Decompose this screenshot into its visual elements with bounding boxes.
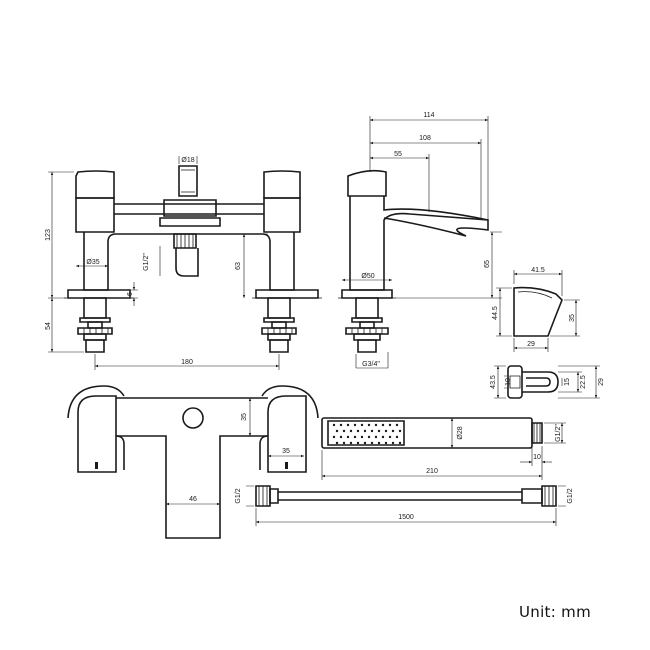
dim-shower-valve-offset: 35 <box>282 448 290 455</box>
shower-valve-diverter <box>183 408 203 428</box>
bath-filler-left-shank <box>78 298 112 352</box>
dim-wall-bracket-height: 44.5 <box>492 306 499 320</box>
bath-filler-left-flange <box>68 290 130 298</box>
hand-shower-spray-face <box>328 421 404 445</box>
dim-bath-filler-outlet: G1/2" <box>143 253 150 271</box>
bath-filler-right-handle <box>264 171 300 198</box>
dim-hose-length: 1500 <box>398 514 414 521</box>
hose-right-nut <box>522 486 556 506</box>
basin-mixer-base <box>342 290 392 298</box>
basin-mixer-spout <box>384 196 488 220</box>
dim-bath-filler-handle-dia: Ø18 <box>181 157 194 164</box>
dim-hose-holder-length: 43.5 <box>490 375 497 389</box>
dim-hose-thread-right: G1/2 <box>567 488 574 503</box>
wall-bracket: 41.5 44.5 35 29 <box>492 267 580 352</box>
hose-holder-ring <box>522 372 558 392</box>
hand-shower-head <box>322 418 532 448</box>
dim-hand-shower-neck: 10 <box>533 454 541 461</box>
dim-bath-filler-clearance: 63 <box>235 262 242 270</box>
dim-wall-bracket-base: 29 <box>527 341 535 348</box>
dim-hand-shower-dia: Ø28 <box>457 426 464 439</box>
wall-bracket-profile <box>514 288 562 336</box>
dim-bath-filler-flange: 6 <box>127 292 134 296</box>
dim-hand-shower-thread: G1/2" <box>555 424 562 442</box>
bath-filler-right-flange <box>256 290 318 298</box>
hose-holder: 43.5 10 15 22.5 29 <box>490 366 605 398</box>
bath-filler: 123 Ø18 Ø35 G1/2" 63 6 54 180 <box>45 156 322 370</box>
dim-basin-mixer-handle: 55 <box>394 151 402 158</box>
dim-hose-holder-ring-inner: 15 <box>564 378 571 386</box>
dim-basin-mixer-reach-spout: 108 <box>419 135 431 142</box>
shower-valve-left-handle <box>78 396 116 472</box>
bath-filler-spout <box>160 218 220 226</box>
basin-mixer: 114 108 55 Ø50 65 G3/4" <box>338 112 502 368</box>
dim-basin-mixer-base-dia: Ø50 <box>361 273 374 280</box>
hose-holder-plate <box>508 366 522 398</box>
bath-filler-outlet-elbow <box>176 248 198 276</box>
basin-mixer-lever <box>348 171 386 196</box>
dim-bath-filler-shank: 54 <box>45 322 52 330</box>
dim-bath-filler-base-dia: Ø35 <box>86 259 99 266</box>
dim-hose-holder-inner: 22.5 <box>580 375 587 389</box>
basin-mixer-body <box>350 196 488 290</box>
shower-valve-right-rosette <box>262 386 318 418</box>
bath-filler-left-handle <box>76 171 114 198</box>
shower-valve-left-rosette <box>68 386 124 418</box>
shower-hose: G1/2 G1/2 1500 <box>235 486 574 526</box>
bath-filler-left-body <box>76 198 114 232</box>
dim-basin-mixer-reach-total: 114 <box>423 112 434 119</box>
hand-shower: Ø28 G1/2" 210 10 <box>322 418 566 480</box>
hand-shower-nozzles <box>332 423 402 445</box>
shower-valve: 35 35 46 <box>68 386 318 538</box>
dim-hand-shower-length: 210 <box>426 468 438 475</box>
hose-left-nut <box>256 486 278 506</box>
dim-hose-holder-ring: 10 <box>505 378 512 386</box>
hose-tube <box>278 492 522 500</box>
dim-wall-bracket-depth: 35 <box>569 314 576 322</box>
dim-wall-bracket-width: 41.5 <box>531 267 545 274</box>
dim-hose-thread-left: G1/2 <box>235 488 242 503</box>
dim-shower-valve-height: 35 <box>241 413 248 421</box>
dim-hose-holder-outer: 29 <box>598 378 605 386</box>
basin-mixer-shank <box>346 298 388 352</box>
bath-filler-diverter-knob <box>179 166 197 196</box>
bath-filler-bridge <box>114 204 264 214</box>
dim-shower-valve-width: 46 <box>189 496 197 503</box>
unit-label: Unit: mm <box>519 603 591 621</box>
bath-filler-right-shank <box>262 298 296 352</box>
dim-bath-filler-centres: 180 <box>181 359 193 366</box>
dim-basin-mixer-height: 65 <box>484 260 491 268</box>
shower-valve-right-handle <box>268 396 306 472</box>
bath-filler-right-body <box>264 198 300 232</box>
dim-bath-filler-height: 123 <box>45 229 52 241</box>
bath-filler-diverter-body <box>164 200 216 216</box>
dim-basin-mixer-shank-thread: G3/4" <box>362 361 380 368</box>
